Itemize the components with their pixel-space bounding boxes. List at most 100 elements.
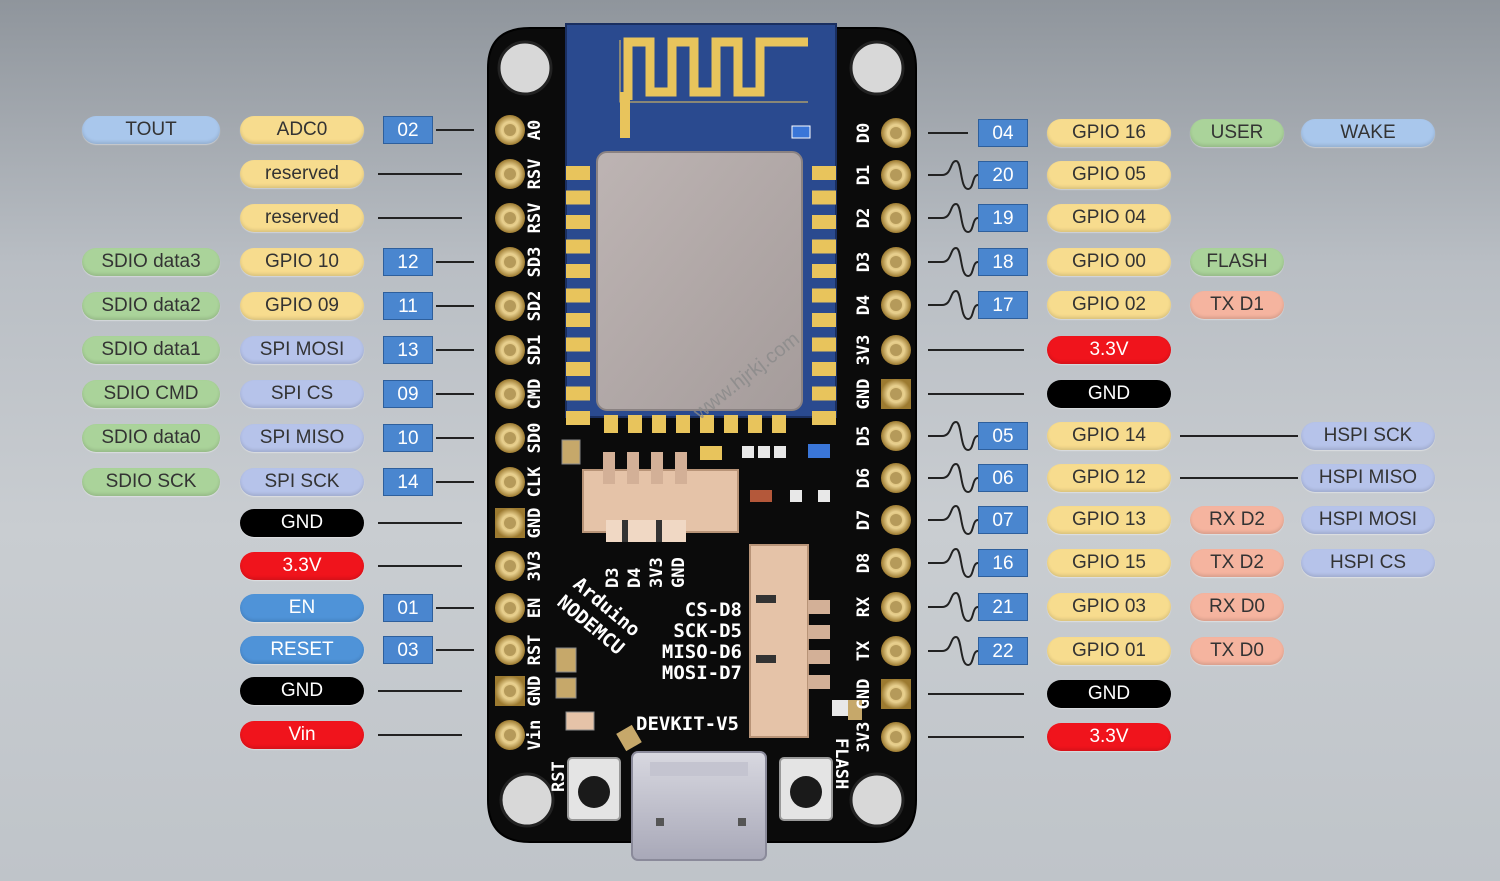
pin-hole bbox=[890, 388, 902, 400]
silk-devkit: DEVKIT-V5 bbox=[636, 713, 739, 735]
castellation-pad bbox=[772, 415, 786, 433]
right-pin-label: D4 bbox=[854, 295, 874, 315]
right-pin-label: D0 bbox=[854, 123, 874, 143]
left-gpio-label: SPI SCK bbox=[240, 468, 364, 496]
right-pin-label: D7 bbox=[854, 510, 874, 530]
right-pin-number: 21 bbox=[978, 593, 1028, 621]
right-gpio-label: GPIO 15 bbox=[1047, 549, 1171, 577]
left-function-label: SDIO data1 bbox=[82, 336, 220, 364]
pin-hole bbox=[890, 601, 902, 613]
left-pin-label: Vin bbox=[525, 720, 545, 751]
silk-spi-sck: SCK-D5 bbox=[673, 620, 742, 642]
left-gpio-label: GND bbox=[240, 677, 364, 705]
left-function-label: SDIO CMD bbox=[82, 380, 220, 408]
left-gpio-label: reserved bbox=[240, 160, 364, 188]
castellation-pad bbox=[812, 313, 836, 327]
castellation-pad bbox=[812, 288, 836, 303]
module-castellations bbox=[566, 166, 836, 433]
right-pin-label: D5 bbox=[854, 426, 874, 446]
left-gpio-label: SPI MOSI bbox=[240, 336, 364, 364]
signal-wave-line bbox=[928, 289, 979, 321]
pin-hole bbox=[504, 602, 516, 614]
right-function-label: HSPI MOSI bbox=[1301, 506, 1435, 534]
right-function-label: WAKE bbox=[1301, 119, 1435, 147]
nodemcu-board: www.hjrkj.com D3 D4 3V3 GND bbox=[487, 23, 917, 861]
side-header: D3 D4 3V3 GND bbox=[582, 452, 739, 588]
mounting-holes bbox=[497, 40, 905, 828]
right-pin-label: 3V3 bbox=[854, 722, 874, 753]
pin-hole bbox=[504, 644, 516, 656]
right-pin-label: GND bbox=[854, 679, 874, 710]
left-function-label: SDIO SCK bbox=[82, 468, 220, 496]
left-gpio-label: GND bbox=[240, 509, 364, 537]
right-gpio-label: GPIO 00 bbox=[1047, 248, 1171, 276]
right-gpio-label: GPIO 03 bbox=[1047, 593, 1171, 621]
left-pin-label: A0 bbox=[525, 120, 545, 140]
silk-flash: FLASH bbox=[831, 738, 851, 789]
left-function-label: SDIO data3 bbox=[82, 248, 220, 276]
castellation-pad bbox=[812, 190, 836, 205]
left-pin-number: 14 bbox=[383, 468, 433, 496]
rst-button[interactable] bbox=[567, 757, 621, 821]
signal-wave-line bbox=[928, 159, 979, 191]
left-pin-number: 02 bbox=[383, 116, 433, 144]
left-pin-label: EN bbox=[525, 598, 545, 618]
signal-wave-line bbox=[928, 246, 979, 278]
right-alt-label: RX D0 bbox=[1190, 593, 1284, 621]
right-pin-label: D1 bbox=[854, 165, 874, 185]
right-pin-number: 07 bbox=[978, 506, 1028, 534]
left-pin-label: RST bbox=[525, 635, 545, 666]
right-pin-number: 22 bbox=[978, 637, 1028, 665]
right-pin-label: RX bbox=[854, 596, 874, 617]
left-pin-label: RSV bbox=[525, 203, 545, 234]
pin-hole bbox=[504, 256, 516, 268]
castellation-pad bbox=[566, 411, 590, 425]
silk-rst: RST bbox=[549, 761, 569, 792]
header-label-3v3: 3V3 bbox=[647, 557, 667, 588]
castellation-pad bbox=[748, 415, 762, 433]
left-pin-number: 13 bbox=[383, 336, 433, 364]
right-alt-label: RX D2 bbox=[1190, 506, 1284, 534]
right-gpio-label: GPIO 01 bbox=[1047, 637, 1171, 665]
left-pin-label: GND bbox=[525, 676, 545, 707]
castellation-pad bbox=[566, 215, 590, 229]
signal-wave-line bbox=[928, 420, 979, 452]
pin-hole bbox=[890, 212, 902, 224]
right-pin-number: 06 bbox=[978, 464, 1028, 492]
left-pin-number: 11 bbox=[383, 292, 433, 320]
right-gpio-label: 3.3V bbox=[1047, 336, 1171, 364]
left-pin-label: SD0 bbox=[525, 423, 545, 454]
right-pin-number: 18 bbox=[978, 248, 1028, 276]
pin-hole bbox=[504, 685, 516, 697]
left-pin-label: CMD bbox=[525, 379, 545, 410]
pin-hole bbox=[504, 432, 516, 444]
castellation-pad bbox=[812, 264, 836, 278]
left-function-label: SDIO data2 bbox=[82, 292, 220, 320]
left-pin-label: SD2 bbox=[525, 291, 545, 322]
pin-hole bbox=[890, 256, 902, 268]
left-gpio-label: SPI MISO bbox=[240, 424, 364, 452]
pin-hole bbox=[504, 212, 516, 224]
right-gpio-label: GPIO 13 bbox=[1047, 506, 1171, 534]
right-gpio-label: GPIO 12 bbox=[1047, 464, 1171, 492]
flash-button[interactable] bbox=[779, 757, 833, 821]
left-pin-label: 3V3 bbox=[525, 551, 545, 582]
micro-usb-port[interactable] bbox=[631, 751, 767, 861]
pin-hole bbox=[890, 169, 902, 181]
left-gpio-label: reserved bbox=[240, 204, 364, 232]
right-gpio-label: GPIO 04 bbox=[1047, 204, 1171, 232]
right-pin-number: 20 bbox=[978, 161, 1028, 189]
pin-hole bbox=[504, 476, 516, 488]
left-pin-label: SD1 bbox=[525, 335, 545, 366]
right-alt-label: USER bbox=[1190, 119, 1284, 147]
castellation-pad bbox=[724, 415, 738, 433]
left-pin-number: 03 bbox=[383, 636, 433, 664]
castellation-pad bbox=[566, 166, 590, 180]
castellation-pad bbox=[812, 239, 836, 254]
castellation-pad bbox=[566, 313, 590, 327]
silk-spi-miso: MISO-D6 bbox=[662, 641, 742, 663]
pin-hole bbox=[890, 127, 902, 139]
header-pins: A0RSVRSVSD3SD2SD1CMDSD0CLKGND3V3ENRSTGND… bbox=[495, 115, 911, 752]
right-gpio-label: GND bbox=[1047, 380, 1171, 408]
right-alt-label: TX D2 bbox=[1190, 549, 1284, 577]
